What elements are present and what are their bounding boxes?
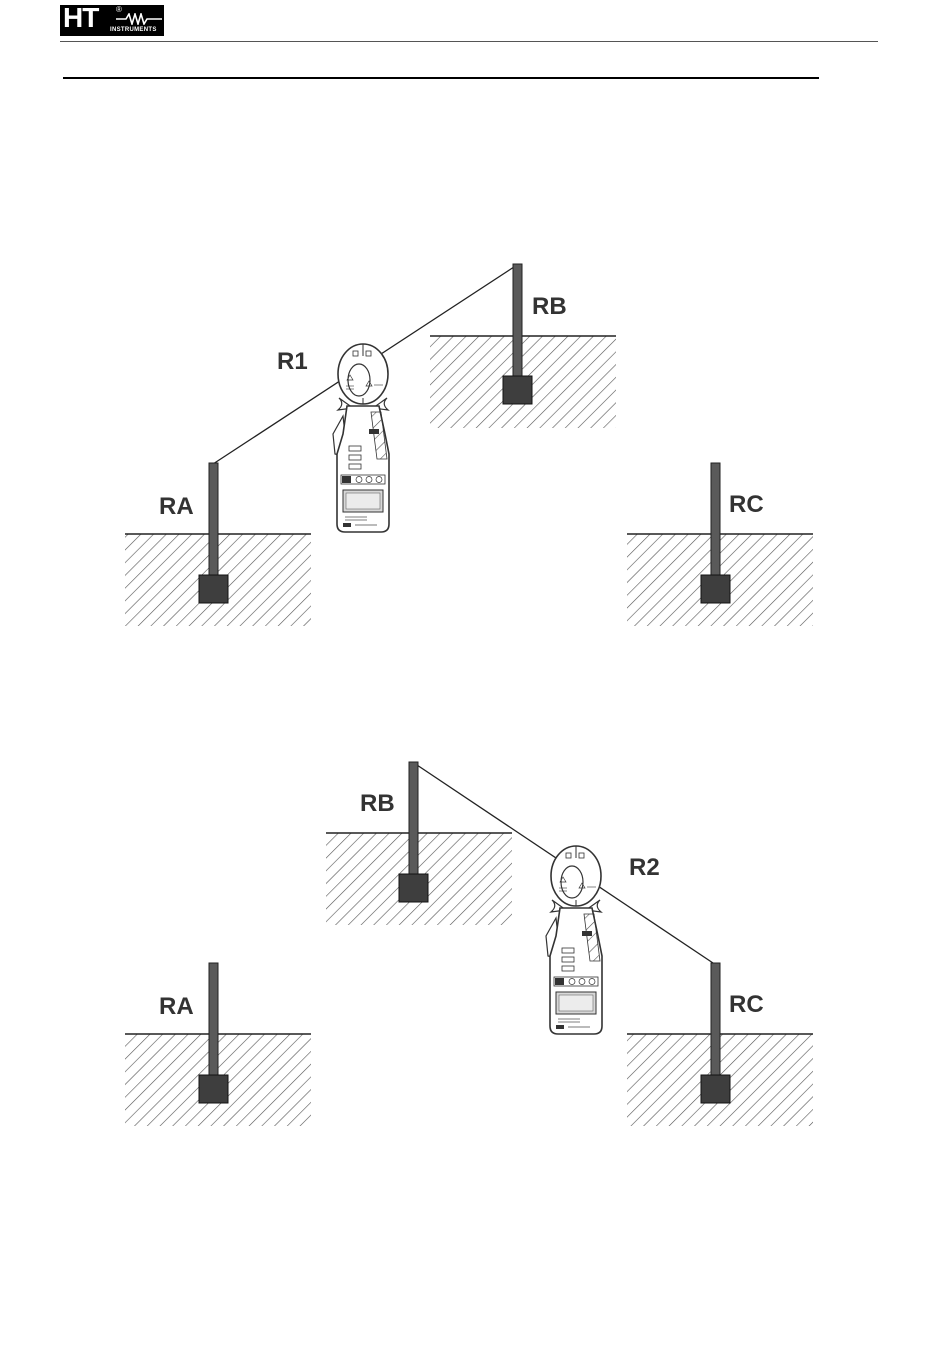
- label-rc-1: RC: [729, 491, 764, 518]
- earth-rod-icon: [399, 762, 428, 902]
- clamp-meter-icon: [333, 344, 389, 532]
- clamp-meter-icon: [546, 846, 602, 1034]
- earth-rod-icon: [199, 463, 228, 603]
- earth-rod-icon: [701, 463, 730, 603]
- earth-rod-icon: [503, 264, 532, 404]
- diagram-2: RB R2 RA RC: [125, 762, 813, 1126]
- diagram-1: RB R1 RA RC: [125, 264, 813, 626]
- earth-rod-icon: [199, 963, 228, 1103]
- earth-rod-icon: [701, 963, 730, 1103]
- label-ra-1: RA: [159, 493, 194, 520]
- label-r1: R1: [277, 348, 308, 375]
- label-r2: R2: [629, 854, 660, 881]
- label-ra-2: RA: [159, 993, 194, 1020]
- label-rb-2: RB: [360, 790, 395, 817]
- label-rb-1: RB: [532, 293, 567, 320]
- label-rc-2: RC: [729, 991, 764, 1018]
